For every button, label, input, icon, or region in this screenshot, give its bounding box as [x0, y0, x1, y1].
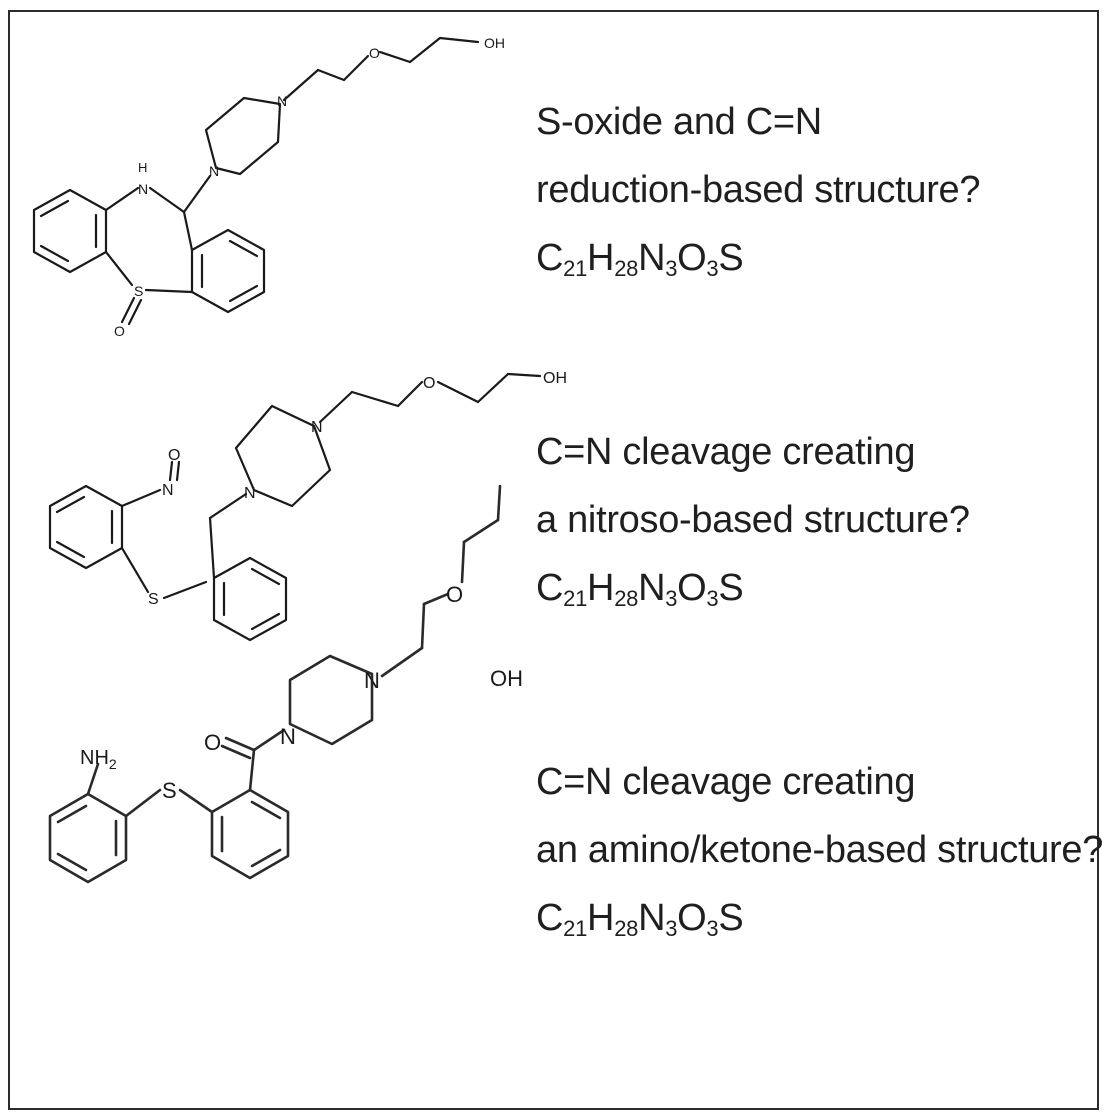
- s3-hydroxyl-label: OH: [490, 666, 523, 691]
- s2-piperazine-n-upper-label: N: [311, 419, 323, 436]
- figure-frame: [8, 10, 1099, 1110]
- s3-piperazine-n-upper-label: N: [364, 668, 380, 693]
- s2-ether-oxygen-label: O: [423, 375, 435, 392]
- s2-nitroso-oxygen-label: O: [168, 447, 180, 464]
- s1-piperazine-n-upper-label: N: [277, 93, 287, 109]
- structure-1: OH O N N H N S O: [32, 35, 505, 339]
- caption-1-line-1: S-oxide and C=N: [536, 101, 822, 143]
- s3-amino-label: NH2: [80, 747, 117, 772]
- caption-structure-2: C=N cleavage creating a nitroso-based st…: [536, 418, 970, 622]
- caption-2-formula: C21H28N3O3S: [536, 567, 744, 611]
- caption-3-formula: C21H28N3O3S: [536, 897, 744, 941]
- s2-nitroso-nitrogen-label: N: [162, 482, 174, 499]
- s1-sulfur-label: S: [134, 283, 143, 299]
- s3-right-benzene-ring: [210, 788, 290, 880]
- s1-hydroxyl-label: OH: [484, 35, 505, 51]
- s1-ether-oxygen-label: O: [369, 45, 380, 61]
- s2-hydroxyl-label: OH: [543, 370, 567, 387]
- caption-1-line-2: reduction-based structure?: [536, 169, 981, 211]
- s1-piperazine-n-lower-label: N: [209, 163, 219, 179]
- caption-structure-3: C=N cleavage creating an amino/ketone-ba…: [536, 748, 1103, 952]
- caption-3-line-1: C=N cleavage creating: [536, 761, 916, 803]
- caption-2-line-2: a nitroso-based structure?: [536, 499, 970, 541]
- s3-piperazine-ring: [288, 654, 374, 746]
- s2-sulfur-label: S: [148, 591, 159, 608]
- s3-sulfur-label: S: [162, 778, 177, 803]
- caption-1-formula: C21H28N3O3S: [536, 237, 744, 281]
- structure-2: OH O N N O N S: [48, 370, 567, 642]
- s3-piperazine-n-lower-label: N: [280, 724, 296, 749]
- caption-2-line-1: C=N cleavage creating: [536, 431, 916, 473]
- s2-piperazine-ring: [234, 404, 332, 508]
- s3-ketone-oxygen-label: O: [204, 730, 221, 755]
- structure-3: OH O N N O S NH2: [48, 484, 523, 884]
- caption-3-line-2: an amino/ketone-based structure?: [536, 829, 1104, 871]
- s2-piperazine-n-lower-label: N: [244, 485, 256, 502]
- s3-ether-oxygen-label: O: [446, 582, 463, 607]
- s1-piperazine-ring: [204, 96, 282, 176]
- s1-sulfoxide-oxygen-label: O: [114, 323, 125, 339]
- caption-structure-1: S-oxide and C=N reduction-based structur…: [536, 88, 981, 292]
- s3-left-benzene-ring: [48, 792, 128, 884]
- s1-amine-h-label: H: [138, 160, 147, 175]
- s1-amine-n-label: N: [138, 181, 148, 197]
